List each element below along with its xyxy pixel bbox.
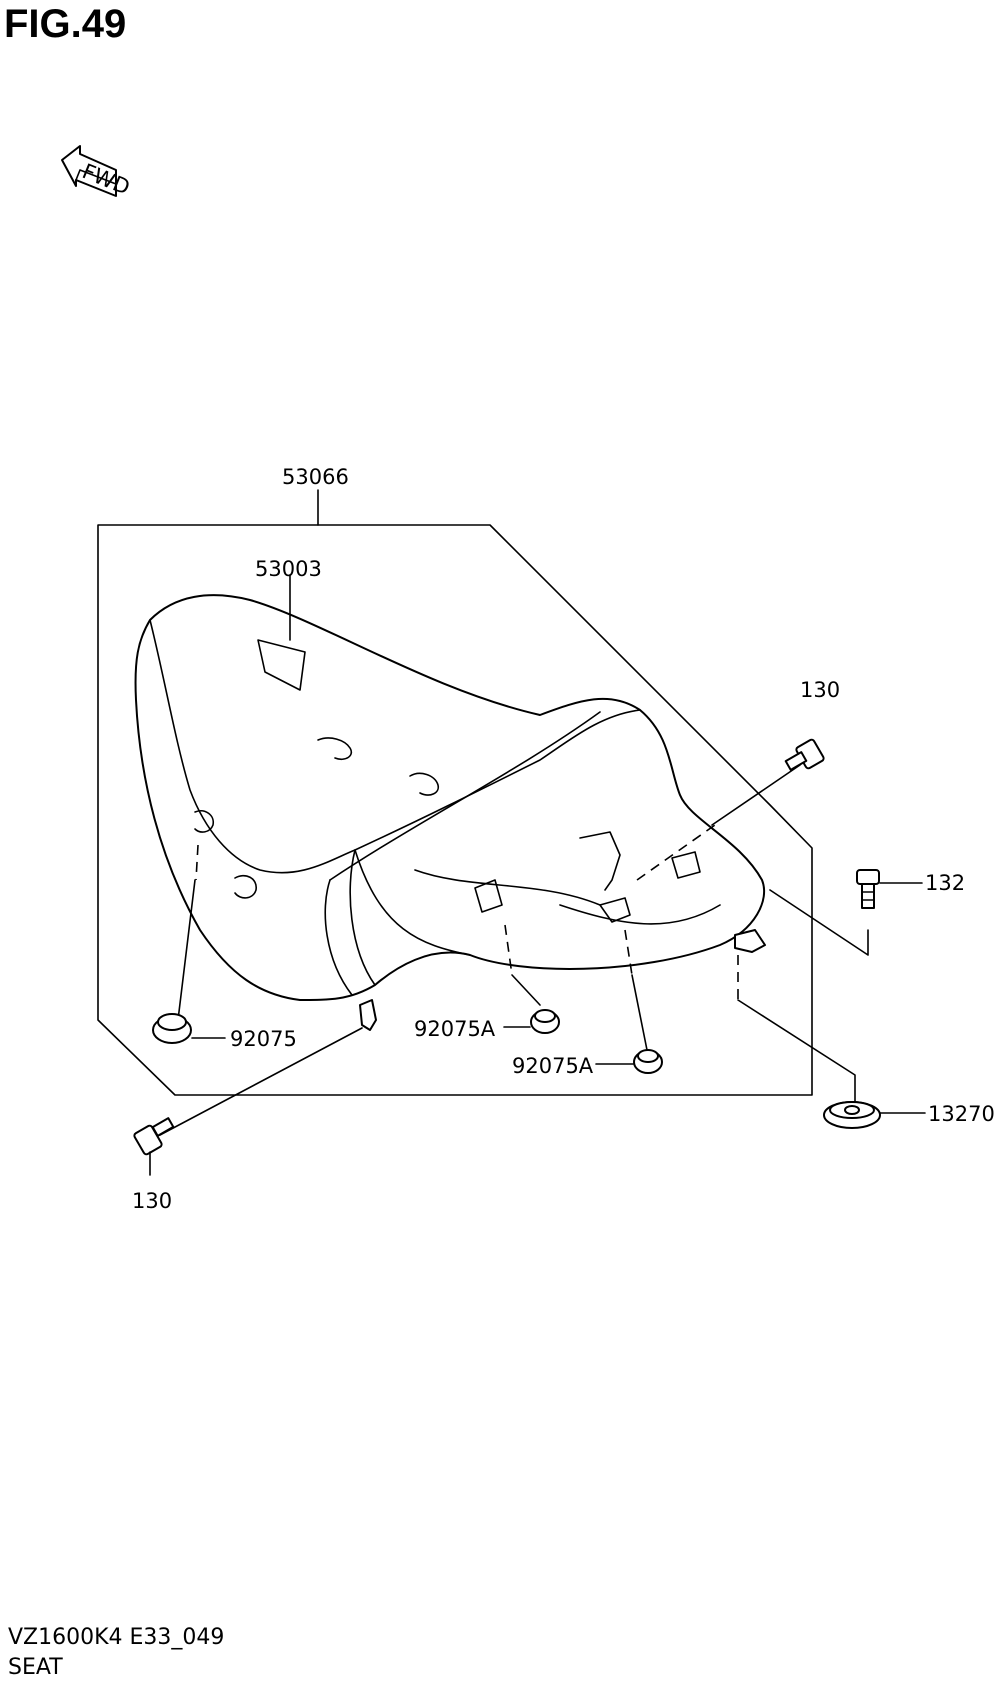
leader-130-front [711, 764, 801, 826]
leader-92075 [177, 879, 196, 1021]
bolt-front-icon [784, 738, 825, 771]
cushion-icon [152, 1013, 226, 1044]
part-label-53003: 53003 [255, 557, 322, 581]
leader-92075a-2 [631, 974, 648, 1051]
part-label-92075a-1: 92075A [414, 1017, 496, 1041]
bolt-rear-icon [133, 1117, 175, 1176]
part-label-130-front: 130 [800, 678, 840, 702]
seat-hook-icon [823, 1101, 926, 1129]
part-label-53066: 53066 [282, 465, 349, 489]
part-label-132: 132 [925, 871, 965, 895]
leader-92075a-1 [511, 974, 541, 1006]
seat [134, 594, 766, 1031]
part-label-92075: 92075 [230, 1027, 297, 1051]
section-name: SEAT [8, 1655, 63, 1680]
leader-130-rear [159, 1027, 363, 1136]
screw-icon [856, 869, 923, 909]
figure-title: FIG.49 [4, 2, 127, 46]
leader-13270 [737, 999, 856, 1111]
model-code: VZ1600K4 E33_049 [8, 1625, 225, 1650]
part-label-92075a-2: 92075A [512, 1054, 594, 1078]
cushion-a-1-icon [503, 1009, 560, 1034]
assembly-bracket [97, 524, 813, 1096]
leader-132 [769, 889, 869, 956]
part-label-130-rear: 130 [132, 1189, 172, 1213]
cushion-a-2-icon [595, 1049, 663, 1074]
forward-arrow-icon: FWD [61, 145, 133, 200]
part-label-13270: 13270 [928, 1102, 995, 1126]
